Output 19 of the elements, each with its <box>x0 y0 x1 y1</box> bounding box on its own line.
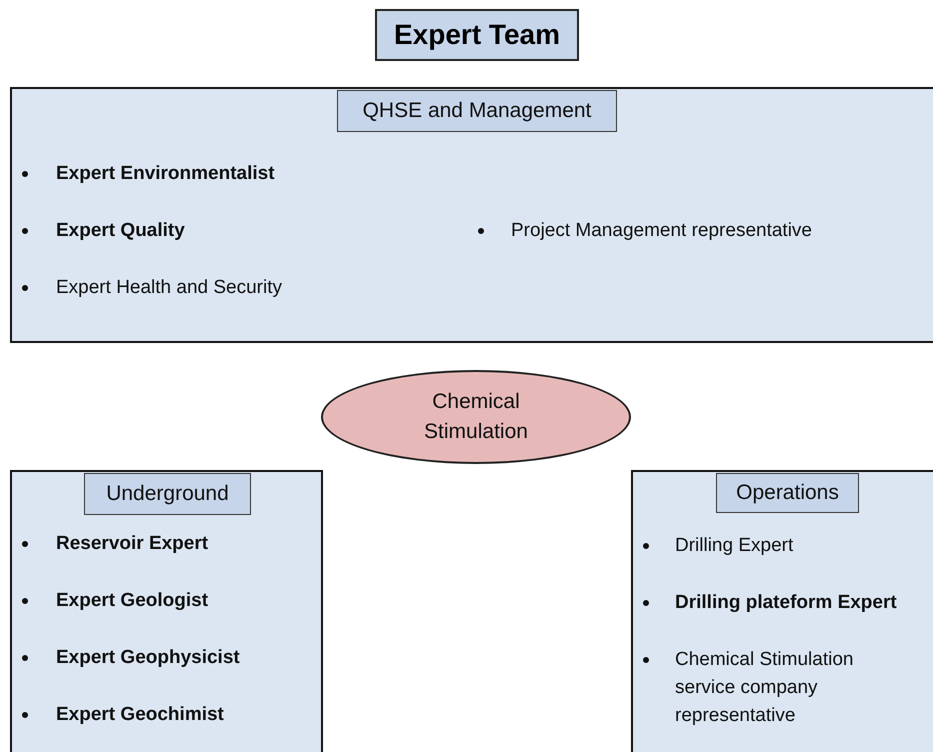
member-item: Expert Geologist <box>56 589 210 613</box>
title-box: Expert Team <box>375 9 579 61</box>
group-panel <box>10 470 323 752</box>
topic-label: Chemical Stimulation <box>423 389 529 445</box>
member-item: Reservoir Expert <box>56 532 210 556</box>
group-panel <box>631 470 933 752</box>
member-item: Drilling Expert <box>675 534 794 558</box>
member-item: Expert Environmentalist <box>56 162 276 186</box>
panel-heading: Underground <box>84 473 251 515</box>
member-item: Chemical Stimulation service company representative <box>675 648 854 728</box>
member-item: Drilling plateform Expert <box>675 591 898 615</box>
member-item: Expert Geophysicist <box>56 646 241 670</box>
panel-heading: QHSE and Management <box>337 90 617 132</box>
panel-heading: Operations <box>716 473 859 513</box>
group-panel <box>10 87 933 343</box>
member-item: Expert Quality <box>56 219 186 243</box>
member-item: Expert Health and Security <box>56 276 284 300</box>
member-item: Expert Geochimist <box>56 703 225 727</box>
member-item: Project Management representative <box>511 219 813 243</box>
